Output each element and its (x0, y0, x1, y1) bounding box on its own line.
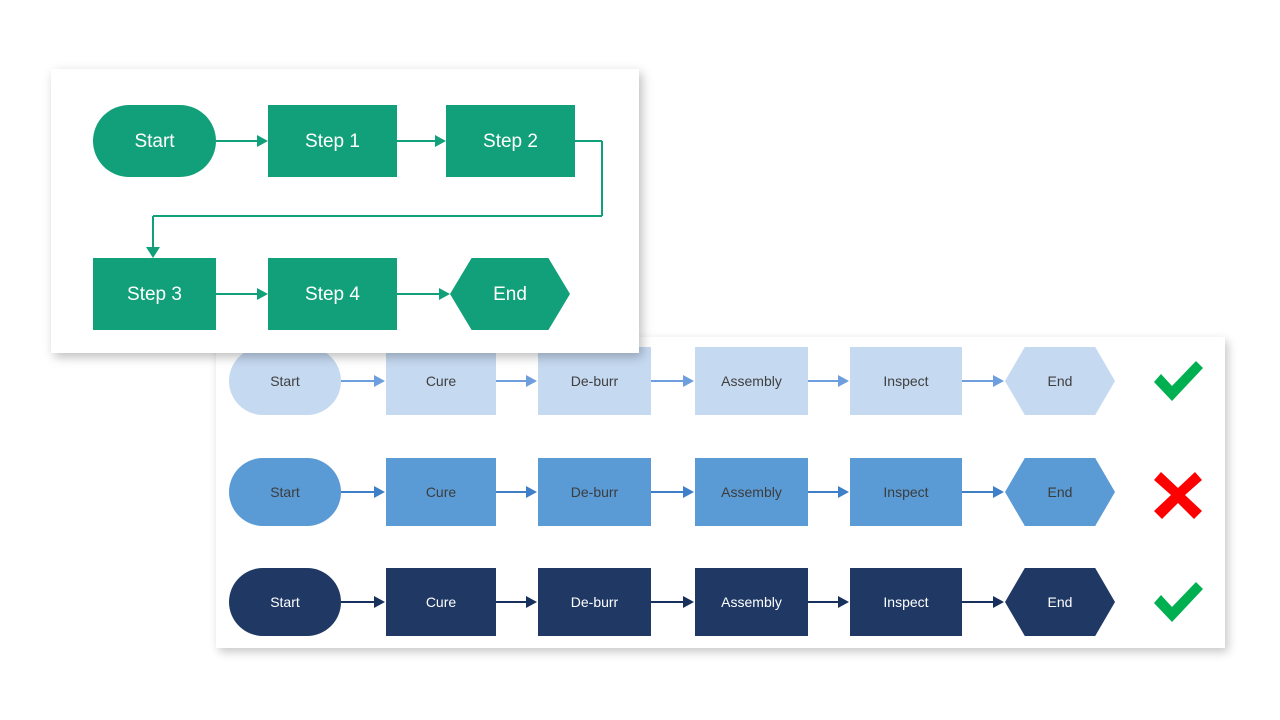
arrowhead-row-medium-0 (374, 486, 385, 498)
connector-row-dark-0 (341, 601, 375, 603)
green-node-label: Step 1 (305, 130, 360, 152)
node-row-dark-start[interactable]: Start (229, 568, 341, 636)
green-elbow-seg-right (575, 140, 602, 142)
connector-row-medium-0 (341, 491, 375, 493)
arrowhead-row-medium-2 (683, 486, 694, 498)
node-row-light-inspect[interactable]: Inspect (850, 347, 962, 415)
node-row-dark-end[interactable]: End (1005, 568, 1115, 636)
node-row-medium-end[interactable]: End (1005, 458, 1115, 526)
connector-row-light-4 (962, 380, 994, 382)
green-arrowhead-step1-step2 (435, 135, 446, 147)
node-label: End (1047, 373, 1073, 389)
node-row-medium-start[interactable]: Start (229, 458, 341, 526)
green-elbow-seg-left (152, 215, 602, 217)
node-label: Inspect (883, 484, 929, 500)
arrowhead-row-light-2 (683, 375, 694, 387)
green-arrowhead-step4-end (439, 288, 450, 300)
connector-row-dark-1 (496, 601, 527, 603)
green-node-step3[interactable]: Step 3 (93, 258, 216, 330)
connector-row-dark-4 (962, 601, 994, 603)
node-row-dark-cure[interactable]: Cure (386, 568, 496, 636)
node-row-dark-de-burr[interactable]: De-burr (538, 568, 651, 636)
node-label: De-burr (570, 373, 619, 389)
arrowhead-row-light-4 (993, 375, 1004, 387)
arrowhead-row-light-0 (374, 375, 385, 387)
green-node-label: Step 4 (305, 283, 360, 305)
node-row-medium-cure[interactable]: Cure (386, 458, 496, 526)
green-node-label: End (493, 283, 527, 305)
node-label: De-burr (570, 484, 619, 500)
connector-row-light-2 (651, 380, 684, 382)
connector-row-dark-3 (808, 601, 839, 603)
node-label: Cure (425, 594, 457, 610)
connector-row-medium-4 (962, 491, 994, 493)
green-arrowhead-step2-step3 (145, 247, 160, 258)
check-mark-icon (1148, 351, 1208, 411)
node-row-medium-inspect[interactable]: Inspect (850, 458, 962, 526)
node-label: Cure (425, 484, 457, 500)
arrowhead-row-light-1 (526, 375, 537, 387)
node-label: End (1047, 594, 1073, 610)
connector-row-medium-2 (651, 491, 684, 493)
node-label: Start (270, 373, 300, 389)
arrowhead-row-dark-4 (993, 596, 1004, 608)
check-mark-icon (1148, 572, 1208, 632)
green-node-end[interactable]: End (450, 258, 570, 330)
green-node-step1[interactable]: Step 1 (268, 105, 397, 177)
green-elbow-seg-drop (151, 216, 154, 247)
green-node-label: Step 2 (483, 130, 538, 152)
node-row-light-assembly[interactable]: Assembly (695, 347, 808, 415)
arrowhead-row-dark-2 (683, 596, 694, 608)
green-connector-step3-step4 (216, 293, 258, 295)
node-row-light-cure[interactable]: Cure (386, 347, 496, 415)
node-label: Cure (425, 373, 457, 389)
green-node-step4[interactable]: Step 4 (268, 258, 397, 330)
arrowhead-row-dark-1 (526, 596, 537, 608)
node-row-medium-de-burr[interactable]: De-burr (538, 458, 651, 526)
node-label: Assembly (721, 594, 782, 610)
node-row-medium-assembly[interactable]: Assembly (695, 458, 808, 526)
connector-row-dark-2 (651, 601, 684, 603)
node-label: Assembly (721, 484, 782, 500)
node-label: De-burr (570, 594, 619, 610)
connector-row-medium-3 (808, 491, 839, 493)
arrowhead-row-dark-3 (838, 596, 849, 608)
green-node-step2[interactable]: Step 2 (446, 105, 575, 177)
node-label: Inspect (883, 594, 929, 610)
green-arrowhead-start-step1 (257, 135, 268, 147)
process-variant-row-light: Start Cure De-burr Assembly Inspect End (216, 347, 1225, 415)
process-variant-row-medium: Start Cure De-burr Assembly Inspect End (216, 458, 1225, 526)
node-label: Start (270, 484, 300, 500)
green-arrowhead-step3-step4 (257, 288, 268, 300)
arrowhead-row-medium-3 (838, 486, 849, 498)
node-row-light-start[interactable]: Start (229, 347, 341, 415)
green-node-label: Step 3 (127, 283, 182, 305)
process-variant-row-dark: Start Cure De-burr Assembly Inspect End (216, 568, 1225, 636)
cross-mark-icon (1148, 462, 1208, 522)
node-row-light-de-burr[interactable]: De-burr (538, 347, 651, 415)
green-flowchart-panel: Start Step 1 Step 2 Step 3 Step 4 End (51, 69, 639, 353)
connector-row-light-1 (496, 380, 527, 382)
arrowhead-row-medium-4 (993, 486, 1004, 498)
connector-row-medium-1 (496, 491, 527, 493)
green-elbow-seg-down (601, 141, 603, 216)
connector-row-light-0 (341, 380, 375, 382)
node-label: End (1047, 484, 1073, 500)
node-label: Inspect (883, 373, 929, 389)
node-label: Start (270, 594, 300, 610)
node-row-light-end[interactable]: End (1005, 347, 1115, 415)
green-node-label: Start (134, 130, 175, 152)
node-label: Assembly (721, 373, 782, 389)
connector-row-light-3 (808, 380, 839, 382)
green-connector-start-step1 (216, 140, 258, 142)
arrowhead-row-dark-0 (374, 596, 385, 608)
green-node-start[interactable]: Start (93, 105, 216, 177)
green-connector-step1-step2 (397, 140, 436, 142)
node-row-dark-assembly[interactable]: Assembly (695, 568, 808, 636)
green-connector-step4-end (397, 293, 440, 295)
arrowhead-row-medium-1 (526, 486, 537, 498)
arrowhead-row-light-3 (838, 375, 849, 387)
node-row-dark-inspect[interactable]: Inspect (850, 568, 962, 636)
